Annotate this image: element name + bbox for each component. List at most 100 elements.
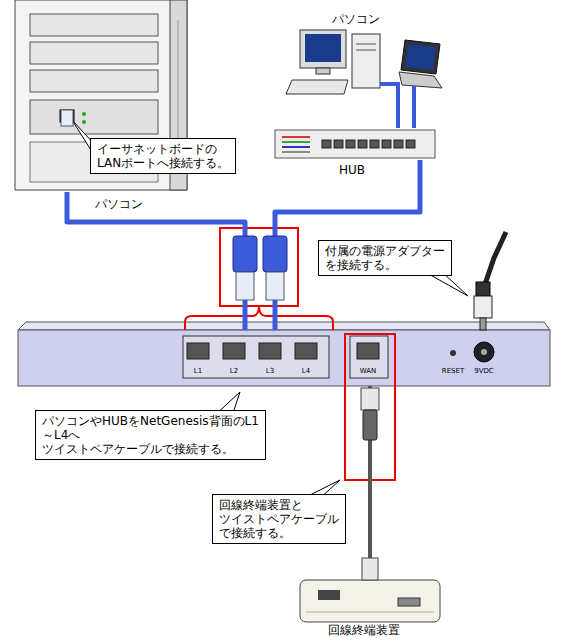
hub-port (322, 140, 415, 148)
port-label: L1 (194, 367, 202, 375)
callout-box: パソコンやHUBをNetGenesis背面のL1～L4へ ツイストペアケーブルで… (35, 410, 266, 460)
power-adapter (474, 296, 492, 318)
lan-plug (263, 236, 287, 272)
router-body (350, 336, 388, 378)
desktop-pc (286, 30, 398, 99)
lan-port (259, 343, 281, 359)
termination-device (398, 598, 420, 606)
desktop-pc (300, 30, 346, 68)
wan-plug (361, 388, 379, 410)
desktop-pc (305, 34, 341, 62)
hub-port (358, 140, 367, 148)
hub-device (275, 130, 435, 158)
router-body (357, 343, 379, 359)
hub-port (322, 140, 331, 148)
tower-pc (82, 120, 86, 124)
router-body (474, 342, 494, 362)
termination-device (306, 612, 434, 613)
hub-box: HUB (275, 128, 435, 160)
tower-pc (30, 14, 158, 36)
port-label: WAN (360, 367, 377, 375)
power-adapter (474, 232, 506, 330)
callout-text: パソコンやHUBをNetGenesis背面のL1～L4へ ツイストペアケーブルで… (42, 414, 259, 456)
tower-pc (30, 70, 158, 92)
port-label: L3 (266, 367, 274, 375)
lan-plug (61, 110, 287, 300)
router-body (183, 336, 329, 378)
node-label: HUB (339, 163, 365, 177)
hub-port (334, 140, 343, 148)
lan-plug (236, 272, 254, 300)
tower-pc (30, 100, 158, 134)
tower-pc (30, 42, 158, 64)
hub-device (282, 141, 310, 143)
wan-plug (362, 558, 378, 580)
lan-port (223, 343, 245, 359)
hub-device (282, 151, 310, 153)
desktop-pc (286, 80, 348, 94)
power-adapter (483, 232, 506, 290)
router-panel: L1 L2 L3 L4 WAN RESET 9VDC (18, 330, 550, 386)
hub-device (282, 136, 310, 138)
lan-port (295, 343, 317, 359)
cable-connector (412, 98, 416, 128)
desktop-pc (356, 44, 376, 45)
power-adapter (476, 282, 490, 296)
hub-device (275, 130, 435, 158)
hub-port (406, 140, 415, 148)
laptop-pc (399, 40, 442, 99)
callout-box: 付属の電源アダプター を接続する。 (318, 240, 452, 276)
red-bracket (185, 306, 259, 330)
router-body (18, 322, 550, 386)
desktop-pc (316, 68, 330, 74)
router-body (18, 330, 550, 386)
wan-plug (361, 388, 379, 580)
node-label: パソコン (95, 197, 143, 211)
callout-text: 回線終端装置と ツイストペアケーブル で接続する。 (219, 498, 339, 540)
port-label: L2 (230, 367, 238, 375)
hub-port (346, 140, 355, 148)
node-label: パソコン (332, 12, 380, 26)
termination-device (300, 580, 440, 622)
lan-port (187, 343, 209, 359)
port-label: RESET (442, 367, 464, 375)
callout-box: 回線終端装置と ツイストペアケーブル で接続する。 (212, 494, 346, 544)
red-bracket (259, 306, 333, 330)
termination-box: 回線終端装置 (300, 576, 440, 622)
port-label: 9VDC (474, 367, 494, 375)
wan-plug (363, 410, 377, 440)
node-label: 回線終端装置 (328, 623, 400, 637)
callout-text: 付属の電源アダプター を接続する。 (325, 244, 445, 272)
laptop-pc (399, 72, 442, 88)
hub-port (370, 140, 379, 148)
lan-port (187, 343, 317, 359)
red-bracket (220, 228, 298, 306)
pc-group: パソコン (288, 10, 444, 98)
laptop-pc (401, 40, 440, 74)
tower-pc (82, 112, 86, 116)
router-body (450, 350, 456, 356)
lan-plug (266, 272, 284, 300)
router-body (18, 322, 550, 330)
desktop-pc (352, 34, 380, 88)
hub-device (282, 146, 310, 148)
laptop-pc (412, 86, 416, 99)
termination-device (318, 590, 340, 600)
termination-device (300, 580, 440, 622)
desktop-pc (380, 84, 398, 99)
cable-connector (396, 98, 400, 128)
lan-plug (233, 236, 257, 272)
power-adapter (480, 318, 486, 330)
callout-text: イーサネットボードの LANポートへ接続する。 (97, 142, 229, 170)
laptop-pc (405, 44, 436, 70)
port-label: L4 (302, 367, 310, 375)
router-body (481, 349, 487, 355)
hub-port (394, 140, 403, 148)
callout-box: イーサネットボードの LANポートへ接続する。 (90, 138, 236, 174)
hub-port (382, 140, 391, 148)
desktop-pc (356, 50, 376, 51)
